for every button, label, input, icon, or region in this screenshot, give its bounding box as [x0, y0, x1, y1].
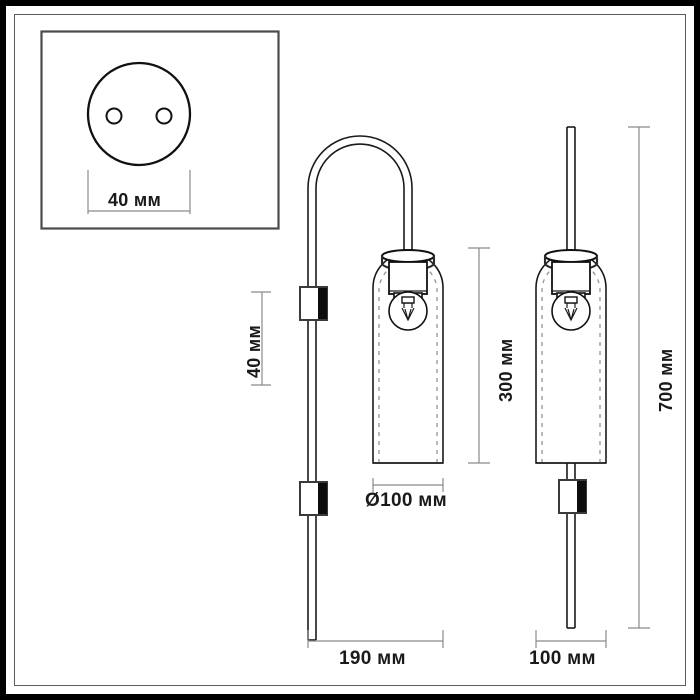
shade-diameter-label: Ø100 мм	[365, 490, 447, 511]
total-width-label: 100 мм	[529, 648, 596, 669]
screw-hole-right	[155, 107, 173, 125]
bracket-offset-label: 40 мм	[244, 324, 264, 378]
bulb-filament	[401, 300, 415, 322]
wall-plate-circle	[86, 61, 192, 167]
shade-diameter-dimension	[372, 478, 444, 492]
side-bulb-glass	[551, 291, 591, 331]
shade-inner-wall-right	[422, 265, 438, 463]
total-height-label: 700 мм	[656, 348, 676, 412]
bracket-offset-dimension	[251, 291, 271, 386]
wall-plate-detail-group	[40, 30, 280, 230]
plate-diameter-label: 40 мм	[108, 190, 162, 210]
total-depth-label: 190 мм	[339, 648, 406, 669]
shade-height-dimension	[468, 247, 490, 464]
shade-inner-wall-left	[378, 265, 394, 463]
total-width-dimension	[535, 630, 607, 648]
side-wall-bracket	[558, 479, 587, 514]
front-view-group	[299, 135, 444, 641]
lower-wall-bracket	[299, 481, 328, 516]
upper-wall-bracket	[299, 286, 328, 321]
bulb-glass	[388, 291, 428, 331]
side-socket-barrel	[551, 261, 591, 295]
screw-hole-left	[105, 107, 123, 125]
socket-cap-top	[381, 249, 435, 263]
plate-diameter-dimension	[87, 170, 191, 214]
total-height-dimension	[628, 126, 650, 629]
side-view-group	[535, 126, 607, 629]
socket-barrel	[388, 261, 428, 295]
side-shade-inner-wall-right	[585, 265, 601, 463]
arm-outer-curve	[307, 135, 413, 640]
side-socket-cap-top	[544, 249, 598, 263]
arm-inner-curve	[315, 143, 405, 640]
shade-height-label: 300 мм	[496, 338, 516, 402]
side-bulb-filament	[564, 300, 578, 322]
total-depth-dimension	[307, 630, 444, 648]
bulb-base	[401, 296, 415, 304]
side-bulb-base	[564, 296, 578, 304]
side-shade-inner-wall-left	[541, 265, 557, 463]
